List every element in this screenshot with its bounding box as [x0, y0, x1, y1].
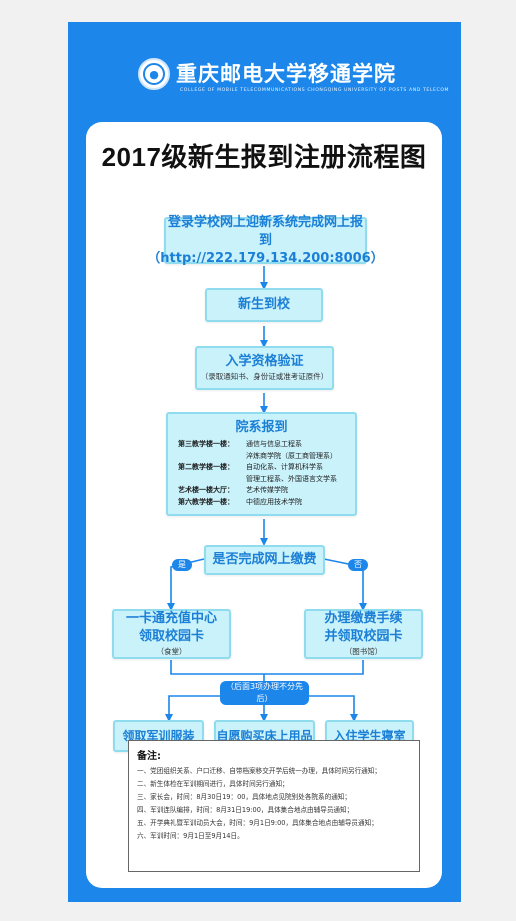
no-label: 否 [348, 559, 368, 571]
department-row: 艺术楼一楼大厅： 艺术传媒学院 [178, 485, 355, 497]
department-row-label: 艺术楼一楼大厅： [178, 486, 234, 494]
department-row: 淬炼商学院（原工商管理系） [178, 451, 355, 463]
department-row-value: 淬炼商学院（原工商管理系） [246, 451, 337, 460]
payment-line1: 办理缴费手续 [324, 611, 403, 626]
bedding-text: 自愿购买床上用品 [216, 729, 313, 743]
verify-text: 入学资格验证 [225, 354, 304, 369]
note-item: 一、党团组织关系、户口迁移、自带档案移交开学后统一办理，具体时间另行通知； [137, 767, 381, 775]
order-note: （后面3项办理不分先后） [220, 681, 309, 705]
department-title: 院系报到 [235, 420, 288, 435]
department-row-value: 自动化系、计算机科学系 [246, 463, 323, 471]
department-row-label: 第二教学楼一楼： [178, 463, 234, 471]
yes-label: 是 [172, 559, 192, 571]
verify-sub: （录取通知书、身份证或准考证原件） [200, 372, 329, 381]
arrive-text: 新生到校 [237, 297, 290, 312]
department-row-value: 中德应用技术学院 [246, 497, 302, 506]
note-item: 四、军训连队编排，时间：8月31日19:00，具体集合地点由辅导员通知； [137, 806, 354, 814]
note-item: 五、开学典礼暨军训动员大会，时间：9月1日9:00，具体集合地点由辅导员通知； [137, 819, 378, 827]
department-list: 第三教学楼一楼： 通信与信息工程系淬炼商学院（原工商管理系） 第二教学楼一楼： 自动化… [168, 439, 355, 508]
note-item: 三、家长会，时间：8月30日19：00，具体地点见院别处各院系的通知； [137, 793, 351, 801]
department-row: 第三教学楼一楼： 通信与信息工程系 [178, 439, 355, 451]
department-row-value: 通信与信息工程系 [246, 440, 302, 448]
decision-text: 是否完成网上缴费 [212, 552, 317, 567]
school-name: 重庆邮电大学移通学院 [176, 61, 396, 86]
payment-box: 办理缴费手续 并领取校园卡 （图书馆） [304, 609, 423, 659]
payment-sub: （图书馆） [344, 647, 383, 656]
department-row: 第六教学楼一楼： 中德应用技术学院 [178, 497, 355, 509]
notes-list: 一、党团组织关系、户口迁移、自带档案移交开学后统一办理，具体时间另行通知； 二、新… [137, 765, 411, 843]
decision-box: 是否完成网上缴费 [204, 545, 325, 575]
flowchart-card: 2017级新生报到注册流程图 登录学校网上 [86, 122, 442, 888]
card-center-line1: 一卡通充值中心 [125, 611, 217, 626]
merge-line [170, 660, 364, 675]
card-center-sub: （食堂） [156, 647, 187, 656]
department-row-value: 艺术传媒学院 [246, 486, 288, 494]
note-item: 六、军训时间：9月1日至9月14日。 [137, 832, 244, 840]
department-box: 院系报到 第三教学楼一楼： 通信与信息工程系淬炼商学院（原工商管理系） 第二教学楼一… [166, 412, 357, 516]
online-register-text: 登录学校网上迎新系统完成网上报到 [167, 214, 363, 248]
school-logo-icon: ● [138, 58, 170, 90]
department-row: 第二教学楼一楼： 自动化系、计算机科学系 [178, 462, 355, 474]
department-row-label: 第六教学楼一楼： [178, 497, 234, 506]
arrow-yes-branch [167, 558, 205, 611]
header: ● 重庆邮电大学移通学院 COLLEGE OF MOBILE TELECOMMU… [68, 22, 461, 122]
card-center-box: 一卡通充值中心 领取校园卡 （食堂） [112, 609, 231, 659]
payment-line2: 并领取校园卡 [324, 629, 403, 644]
department-row: 管理工程系、外国语言文学系 [178, 474, 355, 486]
poster: ● 重庆邮电大学移通学院 COLLEGE OF MOBILE TELECOMMU… [68, 22, 461, 902]
online-register-box: 登录学校网上迎新系统完成网上报到 （http://222.179.134.200… [147, 214, 383, 266]
page-title: 2017级新生报到注册流程图 [101, 142, 427, 172]
notes-box: 备注: 一、党团组织关系、户口迁移、自带档案移交开学后统一办理，具体时间另行通知… [128, 740, 420, 872]
school-english-name: COLLEGE OF MOBILE TELECOMMUNICATIONS CHO… [180, 88, 450, 93]
card-center-line2: 领取校园卡 [138, 629, 204, 644]
note-item: 二、新生体检在军训期间进行，具体时间另行通知； [137, 780, 289, 788]
department-row-label [178, 451, 246, 463]
uniform-text: 领取军训服装 [122, 729, 195, 743]
notes-title: 备注: [137, 751, 161, 762]
dorm-text: 入住学生寝室 [333, 729, 406, 743]
department-row-value: 管理工程系、外国语言文学系 [246, 474, 337, 483]
online-register-url: （http://222.179.134.200:8006） [147, 250, 384, 266]
department-row-label [178, 474, 246, 486]
department-row-label: 第三教学楼一楼： [178, 440, 234, 448]
verify-box: 入学资格验证 （录取通知书、身份证或准考证原件） [195, 346, 334, 390]
arrive-box: 新生到校 [205, 288, 323, 322]
